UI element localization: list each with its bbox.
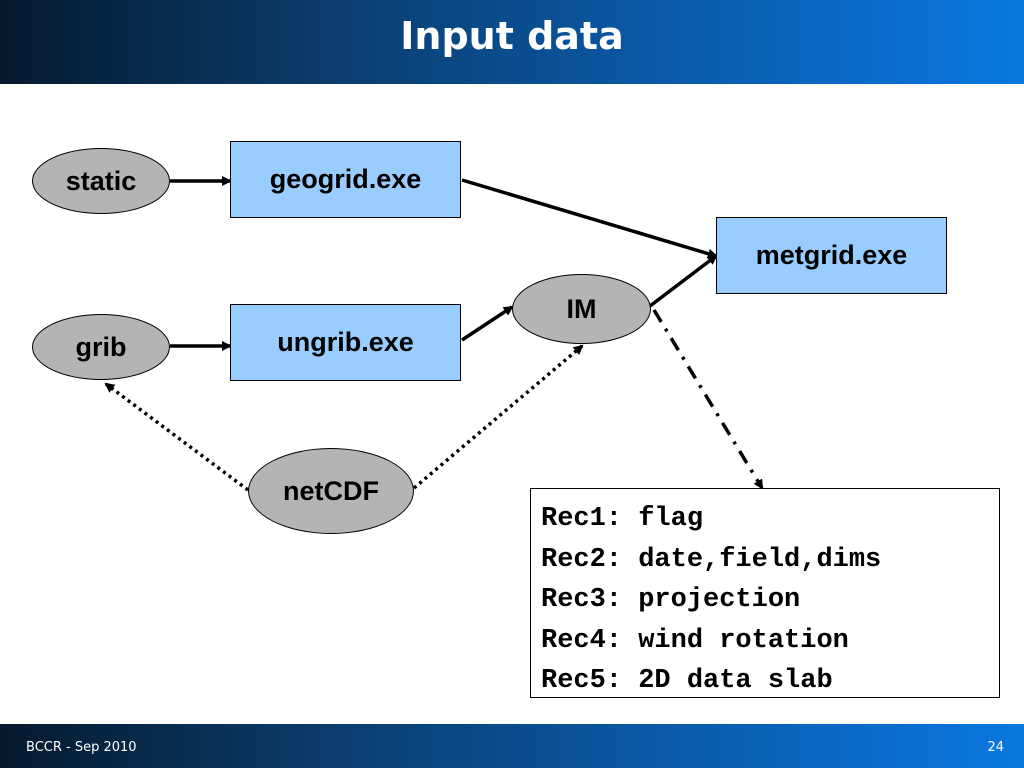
node-geogrid: geogrid.exe [230,141,461,218]
dotted-arrow-netcdf-to-grib [104,382,250,492]
node-grib: grib [32,314,170,380]
node-geogrid-label: geogrid.exe [269,164,422,194]
footer-bar: BCCR - Sep 2010 24 [0,724,1024,768]
arrow-im-to-metgrid [648,254,718,308]
title-bar: Input data [0,0,1024,84]
record-line-4: Rec4: wind rotation [541,625,849,656]
node-im: IM [512,274,651,344]
record-line-3: Rec3: projection [541,585,801,615]
node-ungrib-label: ungrib.exe [277,327,414,357]
node-netcdf-label: netCDF [283,475,379,506]
node-netcdf: netCDF [248,448,414,534]
node-metgrid: metgrid.exe [716,217,947,294]
node-static-label: static [65,165,137,196]
node-grib-label: grib [75,331,127,362]
arrow-ungrib-to-im [461,305,514,342]
slide-title: Input data [400,14,624,58]
record-line-2: Rec2: date,field,dims [541,544,882,575]
record-line-1: Rec1: flag [541,504,704,534]
record-line-5: Rec5: 2D data slab [541,666,833,696]
page-number: 24 [987,740,1004,755]
node-ungrib: ungrib.exe [230,304,461,381]
dashdot-arrow-im-to-records [652,309,764,490]
node-metgrid-label: metgrid.exe [755,240,908,270]
arrow-geogrid-to-metgrid [461,178,718,259]
node-im-label: IM [566,293,597,324]
dotted-arrow-netcdf-to-im [412,344,584,490]
record-format-box: Rec1: flag Rec2: date,field,dims Rec3: p… [530,488,1000,698]
footer-text: BCCR - Sep 2010 [26,740,137,755]
node-static: static [32,148,170,214]
